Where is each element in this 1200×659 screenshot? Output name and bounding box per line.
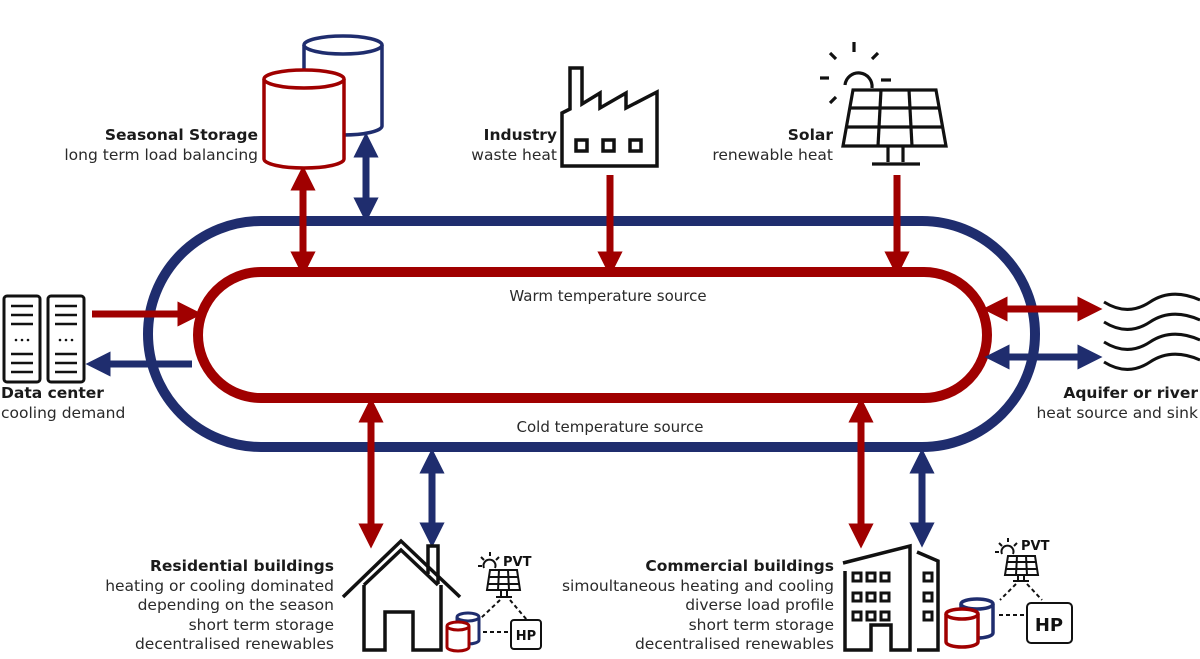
commercial-desc-2: diverse load profile [685, 596, 834, 614]
cold-loop [143, 216, 1040, 452]
commercial-pvt-icon [995, 538, 1040, 582]
commercial-desc-1: simoultaneous heating and cooling [561, 576, 834, 595]
factory-icon [560, 66, 659, 168]
water-waves-icon [1103, 292, 1200, 371]
residential-tanks-icon [445, 611, 481, 653]
solar-panel-icon [820, 42, 948, 166]
aquifer-desc: heat source and sink [1036, 403, 1198, 422]
residential-label: Residential buildings heating or cooling… [105, 557, 334, 655]
industry-title: Industry [483, 126, 557, 144]
commercial-pvt-label: PVT [1021, 539, 1050, 554]
industry-desc: waste heat [471, 145, 557, 164]
house-icon [341, 538, 462, 652]
seasonal-storage-label: Seasonal Storage long term load balancin… [64, 126, 258, 165]
warm-loop [193, 267, 992, 403]
seasonal-storage-title: Seasonal Storage [104, 126, 258, 144]
aquifer-title: Aquifer or river [1063, 384, 1198, 402]
solar-label: Solar renewable heat [712, 126, 833, 165]
residential-desc-2: depending on the season [137, 596, 334, 614]
commercial-desc-3: short term storage [688, 615, 834, 634]
residential-title: Residential buildings [149, 557, 334, 575]
cold-loop-label: Cold temperature source [516, 418, 704, 436]
residential-pvt-icon [478, 552, 522, 598]
commercial-connection-lines [999, 583, 1043, 616]
warm-loop-label: Warm temperature source [509, 287, 707, 305]
solar-title: Solar [787, 126, 833, 144]
residential-heat-pump-icon: HP [510, 619, 542, 650]
data-center-desc: cooling demand [1, 403, 126, 422]
residential-pvt-label: PVT [503, 555, 532, 570]
residential-desc-1: heating or cooling dominated [105, 576, 334, 595]
commercial-hp-label: HP [1035, 615, 1063, 636]
office-building-icon [842, 543, 940, 652]
data-center-label: Data center cooling demand [1, 384, 125, 423]
solar-desc: renewable heat [712, 145, 833, 164]
residential-desc-4: decentralised renewables [134, 635, 334, 653]
server-rack-icon [2, 294, 86, 384]
commercial-tanks-icon [944, 597, 995, 649]
residential-hp-label: HP [516, 629, 536, 644]
commercial-title: Commercial buildings [645, 557, 834, 575]
storage-tanks-icon [262, 34, 384, 170]
data-center-title: Data center [1, 384, 104, 402]
industry-label: Industry waste heat [471, 126, 557, 165]
aquifer-label: Aquifer or river heat source and sink [1036, 384, 1198, 423]
residential-desc-3: short term storage [188, 615, 334, 634]
residential-connection-lines [480, 599, 528, 633]
commercial-heat-pump-icon: HP [1026, 602, 1073, 644]
commercial-label: Commercial buildings simoultaneous heati… [562, 557, 834, 655]
commercial-desc-4: decentralised renewables [634, 635, 834, 653]
seasonal-storage-desc: long term load balancing [64, 145, 258, 164]
